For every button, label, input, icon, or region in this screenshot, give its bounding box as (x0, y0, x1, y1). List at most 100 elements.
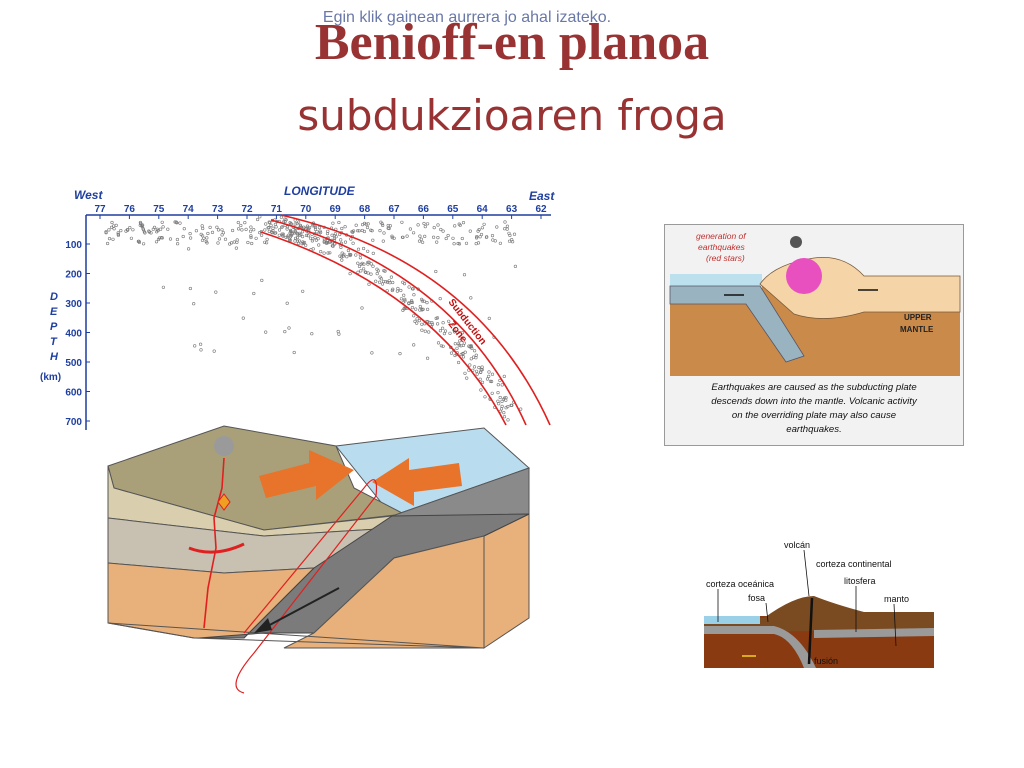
hypocenter-dot (436, 235, 440, 240)
hypocenter-dot (508, 233, 512, 238)
hypocenter-dot (398, 352, 402, 356)
hypocenter-dot (480, 368, 484, 372)
hypocenter-dot (378, 280, 382, 284)
longitude-tick-label: 70 (300, 204, 312, 215)
hypocenter-dot (210, 230, 215, 235)
hypocenter-dot (460, 336, 464, 340)
earthquake-mantle-diagram: generation of earthquakes (red stars) UP… (664, 224, 964, 446)
hypocenter-dot (448, 331, 452, 335)
hypocenter-dot (415, 317, 419, 321)
upper-label: UPPER (904, 313, 932, 322)
lithosphere-cross-section: volcán corteza continental litosfera cor… (704, 540, 934, 668)
hypocenter-dot (379, 220, 383, 224)
hypocenter-dot (264, 222, 268, 226)
hypocenter-dot (340, 226, 344, 231)
hypocenter-dot (285, 301, 289, 305)
hypocenter-dot (475, 372, 479, 376)
hypocenter-dot (263, 240, 267, 244)
hypocenter-dot (420, 297, 424, 301)
hypocenter-dot (236, 220, 240, 225)
hypocenter-dot (490, 372, 495, 376)
hypocenter-dot (264, 330, 268, 334)
hypocenter-dot (396, 286, 400, 291)
depth-tick-label: 200 (65, 270, 82, 281)
hypocenter-dot (288, 235, 293, 239)
longitude-tick-label: 65 (447, 204, 459, 215)
hypocenter-dot (252, 291, 256, 296)
longitude-tick-label: 73 (212, 204, 224, 215)
hypocenter-dot (461, 220, 466, 225)
hypocenter-dot (239, 223, 243, 228)
hypocenter-dot (283, 330, 287, 334)
hypocenter-dot (369, 262, 373, 266)
hypocenter-dot (500, 404, 504, 408)
fosa-label: fosa (748, 593, 765, 603)
hypocenter-dot (339, 238, 343, 242)
hypocenter-dot (461, 352, 465, 356)
hypocenter-dot (300, 230, 305, 234)
leader-manto (893, 603, 897, 647)
red-stars-label: (red stars) (706, 253, 745, 263)
longitude-label: LONGITUDE (284, 184, 356, 198)
hypocenter-dot (420, 322, 424, 326)
hypocenter-dot (457, 360, 461, 365)
hypocenter-dot (214, 290, 218, 294)
hypocenter-dot (249, 229, 253, 233)
hypocenter-dot (475, 236, 479, 240)
depth-tick-label: 600 (65, 388, 82, 399)
longitude-tick-label: 74 (183, 204, 195, 215)
hypocenter-dot (477, 365, 481, 370)
hypocenter-dot (331, 244, 335, 248)
depth-unit-label: (km) (40, 372, 61, 383)
hypocenter-dot (328, 251, 332, 255)
hypocenter-dot (314, 238, 319, 242)
hypocenter-dot (297, 239, 302, 243)
hypocenter-dot (112, 227, 116, 231)
hypocenter-dot (107, 236, 112, 241)
hypocenter-dot (412, 231, 416, 235)
hypocenter-dot (267, 220, 271, 224)
hypocenter-dot (410, 305, 415, 310)
hypocenter-dot (462, 273, 467, 277)
hypocenter-dot (421, 307, 425, 311)
hypocenter-dot (449, 351, 454, 355)
hypocenter-dot (505, 227, 509, 231)
hypocenter-dot (295, 235, 300, 240)
hypocenter-dot (362, 246, 366, 251)
hypocenter-dot (412, 343, 416, 347)
hypocenter-dot (301, 234, 305, 239)
subduction-block-diagram (107, 425, 530, 694)
hypocenter-dot (249, 225, 253, 229)
hypocenter-dot (506, 418, 510, 422)
hypocenter-dot (502, 374, 506, 378)
hypocenter-dot (446, 233, 450, 238)
hypocenter-dot (402, 293, 406, 297)
hypocenter-dot (418, 304, 422, 309)
hypocenter-dot (136, 239, 140, 244)
hypocenter-dot (141, 242, 146, 246)
hypocenter-dot (478, 377, 482, 381)
hypocenter-dot (159, 235, 163, 240)
hypocenter-dot (374, 279, 378, 283)
hypocenter-dot (378, 275, 382, 279)
longitude-tick-label: 71 (271, 204, 283, 215)
caption-line-4: earthquakes. (786, 424, 841, 435)
hypocenter-dot (351, 230, 355, 234)
hypocenter-dot (366, 260, 370, 264)
hypocenter-dot (382, 279, 386, 284)
ocean-water (670, 274, 762, 288)
slab-arrow-head (254, 618, 272, 633)
hypocenter-dot (346, 248, 351, 253)
hypocenter-dot (451, 236, 455, 240)
hypocenter-dot (235, 240, 239, 244)
hypocenter-dot (371, 238, 375, 242)
hypocenter-dot (202, 236, 206, 240)
hypocenter-dot (408, 227, 413, 231)
hypocenter-dot (281, 234, 285, 238)
hypocenter-dot (220, 233, 224, 237)
hypocenter-dot (413, 319, 417, 323)
hypocenter-dot (208, 225, 212, 230)
hypocenter-dot (223, 237, 228, 241)
